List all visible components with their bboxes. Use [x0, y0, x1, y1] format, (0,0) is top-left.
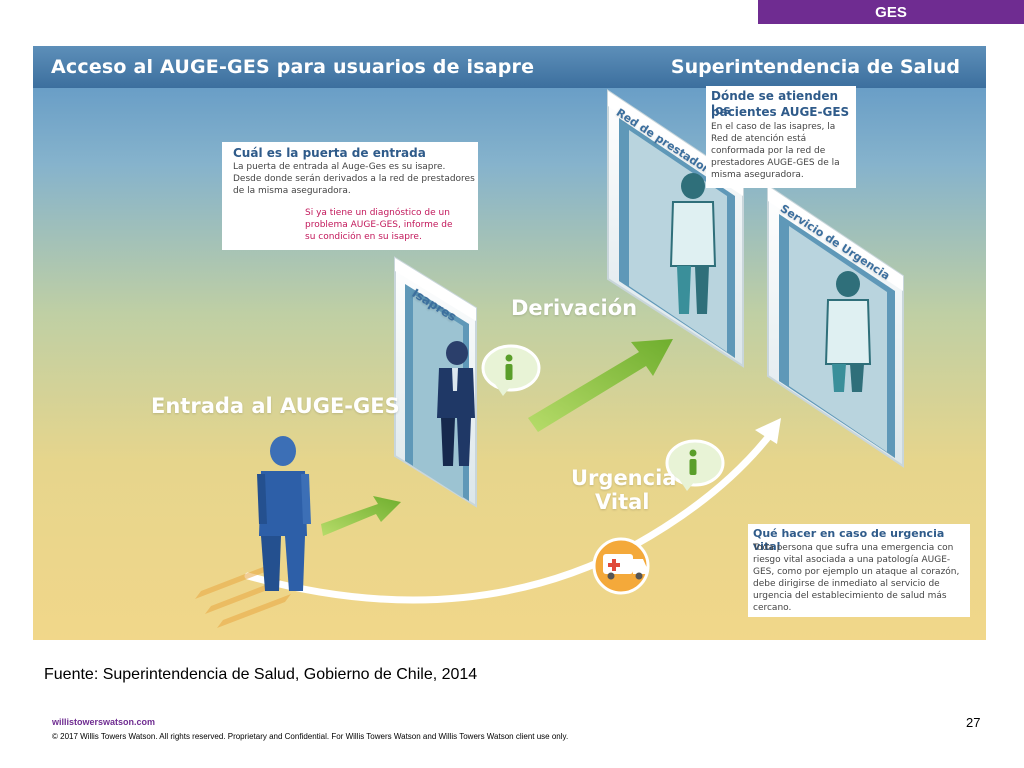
- footer-site-link[interactable]: willistowerswatson.com: [52, 717, 156, 727]
- info-box-entrada-note: Si ya tiene un diagnóstico de un: [305, 208, 450, 218]
- isapres-agent: [437, 341, 475, 466]
- footer-copyright: © 2017 Willis Towers Watson. All rights …: [52, 732, 569, 741]
- infographic-header: Acceso al AUGE-GES para usuarios de isap…: [33, 46, 986, 88]
- info-box-urgencia: Qué hacer en caso de urgencia vital Toda…: [748, 524, 970, 617]
- page-number: 27: [966, 715, 981, 730]
- info-bubble-isapre: [481, 344, 541, 396]
- info-box-atencion-title: Dónde se atienden los: [711, 89, 839, 117]
- info-box-urgencia-line: urgencia del establecimiento de salud má…: [753, 591, 947, 601]
- label-urgencia-2: Vital: [595, 490, 650, 514]
- info-box-entrada-note: su condición en su isapre.: [305, 232, 422, 242]
- section-tag: GES: [758, 0, 1024, 24]
- infographic-title: Acceso al AUGE-GES para usuarios de isap…: [51, 56, 535, 78]
- info-box-atencion-title: pacientes AUGE-GES: [711, 105, 850, 119]
- info-box-atencion-line: prestadores AUGE-GES de la: [711, 158, 840, 168]
- person-shadow: [195, 564, 291, 628]
- urgency-path-arrowhead: [755, 418, 781, 444]
- doctor-red: [669, 173, 717, 314]
- info-box-atencion-line: Red de atención está: [711, 134, 807, 144]
- label-urgencia-1: Urgencia: [571, 466, 677, 490]
- info-box-atencion-line: misma aseguradora.: [711, 170, 804, 180]
- info-box-urgencia-line: GES, como por ejemplo un ataque al coraz…: [753, 567, 960, 577]
- info-box-entrada-line: Desde donde serán derivados a la red de …: [233, 174, 475, 184]
- info-box-entrada-title: Cuál es la puerta de entrada: [233, 146, 426, 160]
- label-entrada: Entrada al AUGE-GES: [151, 394, 400, 418]
- info-box-urgencia-line: cercano.: [753, 603, 792, 613]
- info-box-entrada-line: de la misma aseguradora.: [233, 186, 351, 196]
- entrada-arrow: [321, 496, 401, 536]
- urgency-path-arrow: [244, 427, 777, 604]
- patient-figure: [257, 436, 311, 591]
- derivacion-arrow: [528, 339, 673, 432]
- info-box-entrada: Cuál es la puerta de entrada La puerta d…: [222, 142, 478, 250]
- info-box-entrada-note: problema AUGE-GES, informe de: [305, 220, 453, 230]
- auge-ges-infographic: Acceso al AUGE-GES para usuarios de isap…: [33, 46, 986, 640]
- infographic-org: Superintendencia de Salud: [670, 56, 960, 78]
- info-box-urgencia-line: riesgo vital asociada a una patología AU…: [753, 555, 951, 565]
- source-caption: Fuente: Superintendencia de Salud, Gobie…: [44, 666, 478, 683]
- doctor-urgencia: [824, 271, 872, 392]
- info-box-atencion-line: En el caso de las isapres, la: [711, 122, 836, 132]
- info-box-urgencia-line: Toda persona que sufra una emergencia co…: [753, 543, 954, 553]
- info-box-atencion: Dónde se atienden los pacientes AUGE-GES…: [706, 86, 856, 188]
- ambulance-icon: [592, 537, 650, 595]
- info-box-atencion-line: conformada por la red de: [711, 146, 826, 156]
- info-box-urgencia-title: Qué hacer en caso de urgencia vital: [753, 527, 945, 553]
- info-box-entrada-line: La puerta de entrada al Auge-Ges es su i…: [233, 162, 446, 172]
- label-derivacion: Derivación: [511, 296, 638, 320]
- info-box-urgencia-line: debe dirigirse de inmediato al servicio …: [753, 579, 940, 589]
- info-bubble-urgencia: [665, 439, 725, 491]
